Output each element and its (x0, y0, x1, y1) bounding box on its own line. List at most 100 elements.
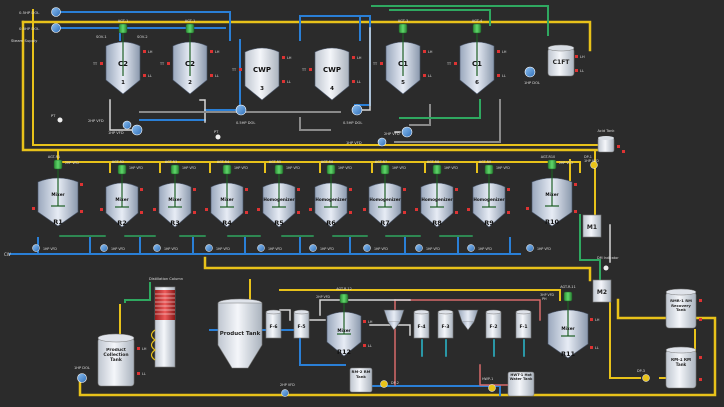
valve-icon[interactable] (32, 207, 35, 210)
agitator-motor-icon[interactable] (117, 164, 127, 175)
agitator-motor-icon[interactable] (547, 159, 557, 170)
c1ft-tank[interactable]: C1FT LH LL (547, 44, 585, 77)
agitator-motor-icon[interactable] (339, 293, 349, 304)
pump-2hp-vfd-center[interactable]: 2HP VFD (384, 126, 413, 138)
dm-indicator-label: DM Indicator (597, 256, 619, 260)
product-collection-tank[interactable]: Product Collection Tank LH LL (97, 333, 147, 387)
mixer-type-label: Homogenizer (315, 197, 347, 202)
top-vessel-agt-label: AGT-1 (185, 19, 196, 23)
filter-f4[interactable]: F-4 (413, 309, 430, 339)
agitator-motor-icon[interactable] (170, 164, 180, 175)
pump-cwp4[interactable]: 0.5HP DOL (343, 104, 362, 125)
dp2-pump[interactable]: DP-2 (380, 380, 399, 388)
top-pump-1[interactable]: 0.5HP DOL (19, 7, 61, 17)
valve-icon[interactable] (309, 208, 312, 211)
agitator-motor-icon[interactable] (118, 23, 128, 34)
agitator-motor-icon[interactable] (274, 164, 284, 175)
rm2-tank[interactable]: RM-2 RM Tank (349, 367, 373, 393)
valve-icon[interactable] (100, 208, 103, 211)
mixer-pump-icon[interactable] (526, 244, 534, 252)
filter-label: F-1 (520, 324, 528, 330)
dp3-pump[interactable]: DP-3 (637, 369, 650, 382)
rm1-tank[interactable]: RM-1 RM Tank (665, 346, 702, 389)
mixer-agt-label: AGT-R9 (479, 160, 491, 164)
cw-label: CW (4, 252, 11, 257)
pump-2hp-vfd-left[interactable]: 2HP VFD (88, 119, 143, 136)
distillation-column[interactable]: Distillation Column (149, 277, 183, 368)
pump-cwp3[interactable]: 0.5HP DOL (235, 104, 255, 125)
mixer-type-label: Mixer (51, 192, 65, 197)
filter-f1[interactable]: F-1 (515, 309, 532, 339)
separator-2[interactable] (457, 309, 479, 331)
agitator-motor-icon[interactable] (398, 23, 408, 34)
mixer-pump-icon[interactable] (467, 244, 475, 252)
reactor-ll-label: LL (595, 346, 599, 350)
agitator-motor-icon[interactable] (380, 164, 390, 175)
agitator-motor-icon[interactable] (53, 159, 63, 170)
valve-icon[interactable] (415, 208, 418, 211)
acid-tank[interactable]: Acid Tank (598, 129, 625, 153)
agitator-motor-icon[interactable] (432, 164, 442, 175)
filter-f6[interactable]: F-6 (265, 309, 282, 339)
rmr1-tank[interactable]: RMR-1 RM Recovery Tank (665, 288, 702, 329)
agitator-motor-icon[interactable] (563, 291, 573, 302)
valve-icon[interactable] (467, 208, 470, 211)
hwp-pump[interactable]: HWP-1 (482, 377, 496, 392)
c1ft-ll: LL (580, 69, 584, 73)
valve-icon[interactable] (153, 208, 156, 211)
valve-icon[interactable] (205, 208, 208, 211)
mixer-pump-icon[interactable] (100, 244, 108, 252)
pump-pct-dol[interactable]: 1HP DOL (74, 366, 90, 383)
mixer-pump-icon[interactable] (257, 244, 265, 252)
top-vessel-number: 2 (188, 80, 192, 86)
agitator-motor-icon[interactable] (472, 23, 482, 34)
m1-unit[interactable]: M1 (582, 214, 602, 238)
pump-1hp-vfd-left[interactable]: 1HP VFD (108, 120, 132, 135)
mixer-pump-icon[interactable] (309, 244, 317, 252)
mixer-pump-icon[interactable] (32, 244, 40, 252)
product-tank[interactable]: Product Tank (217, 298, 263, 369)
mixer-pump-icon[interactable] (153, 244, 161, 252)
valve-icon[interactable] (526, 207, 529, 210)
dp1-pump[interactable]: DP-1 1HP VFD (584, 155, 599, 169)
separator-1[interactable] (383, 309, 405, 331)
pump-c1-dol[interactable]: 1HP DOL (524, 66, 540, 85)
hwt-tank[interactable]: HWT-1 Hot Water Tank (507, 371, 535, 397)
m2-unit[interactable]: M2 (592, 279, 612, 303)
valve-icon[interactable] (363, 208, 366, 211)
filter-f5[interactable]: F-5 (293, 309, 310, 339)
mixer-pump-icon[interactable] (363, 244, 371, 252)
agitator-motor-icon[interactable] (185, 23, 195, 34)
filter-f3[interactable]: F-3 (437, 309, 454, 339)
level-high-indicator (80, 183, 83, 186)
agitator-motor-icon[interactable] (326, 164, 336, 175)
valve-icon[interactable] (257, 208, 260, 211)
pump-1hp-vfd-center[interactable]: 1HP VFD (346, 137, 387, 147)
mixer-pump-icon[interactable] (205, 244, 213, 252)
top-pump-2[interactable]: 0.5HP DOL (19, 23, 61, 33)
agitator-motor-icon[interactable] (222, 164, 232, 175)
filter-f2[interactable]: F-2 (485, 309, 502, 339)
mixer-pump-icon[interactable] (415, 244, 423, 252)
agitator-motor-icon[interactable] (484, 164, 494, 175)
pump-bottom-left-2hp[interactable]: 2HP VFD (280, 383, 295, 397)
